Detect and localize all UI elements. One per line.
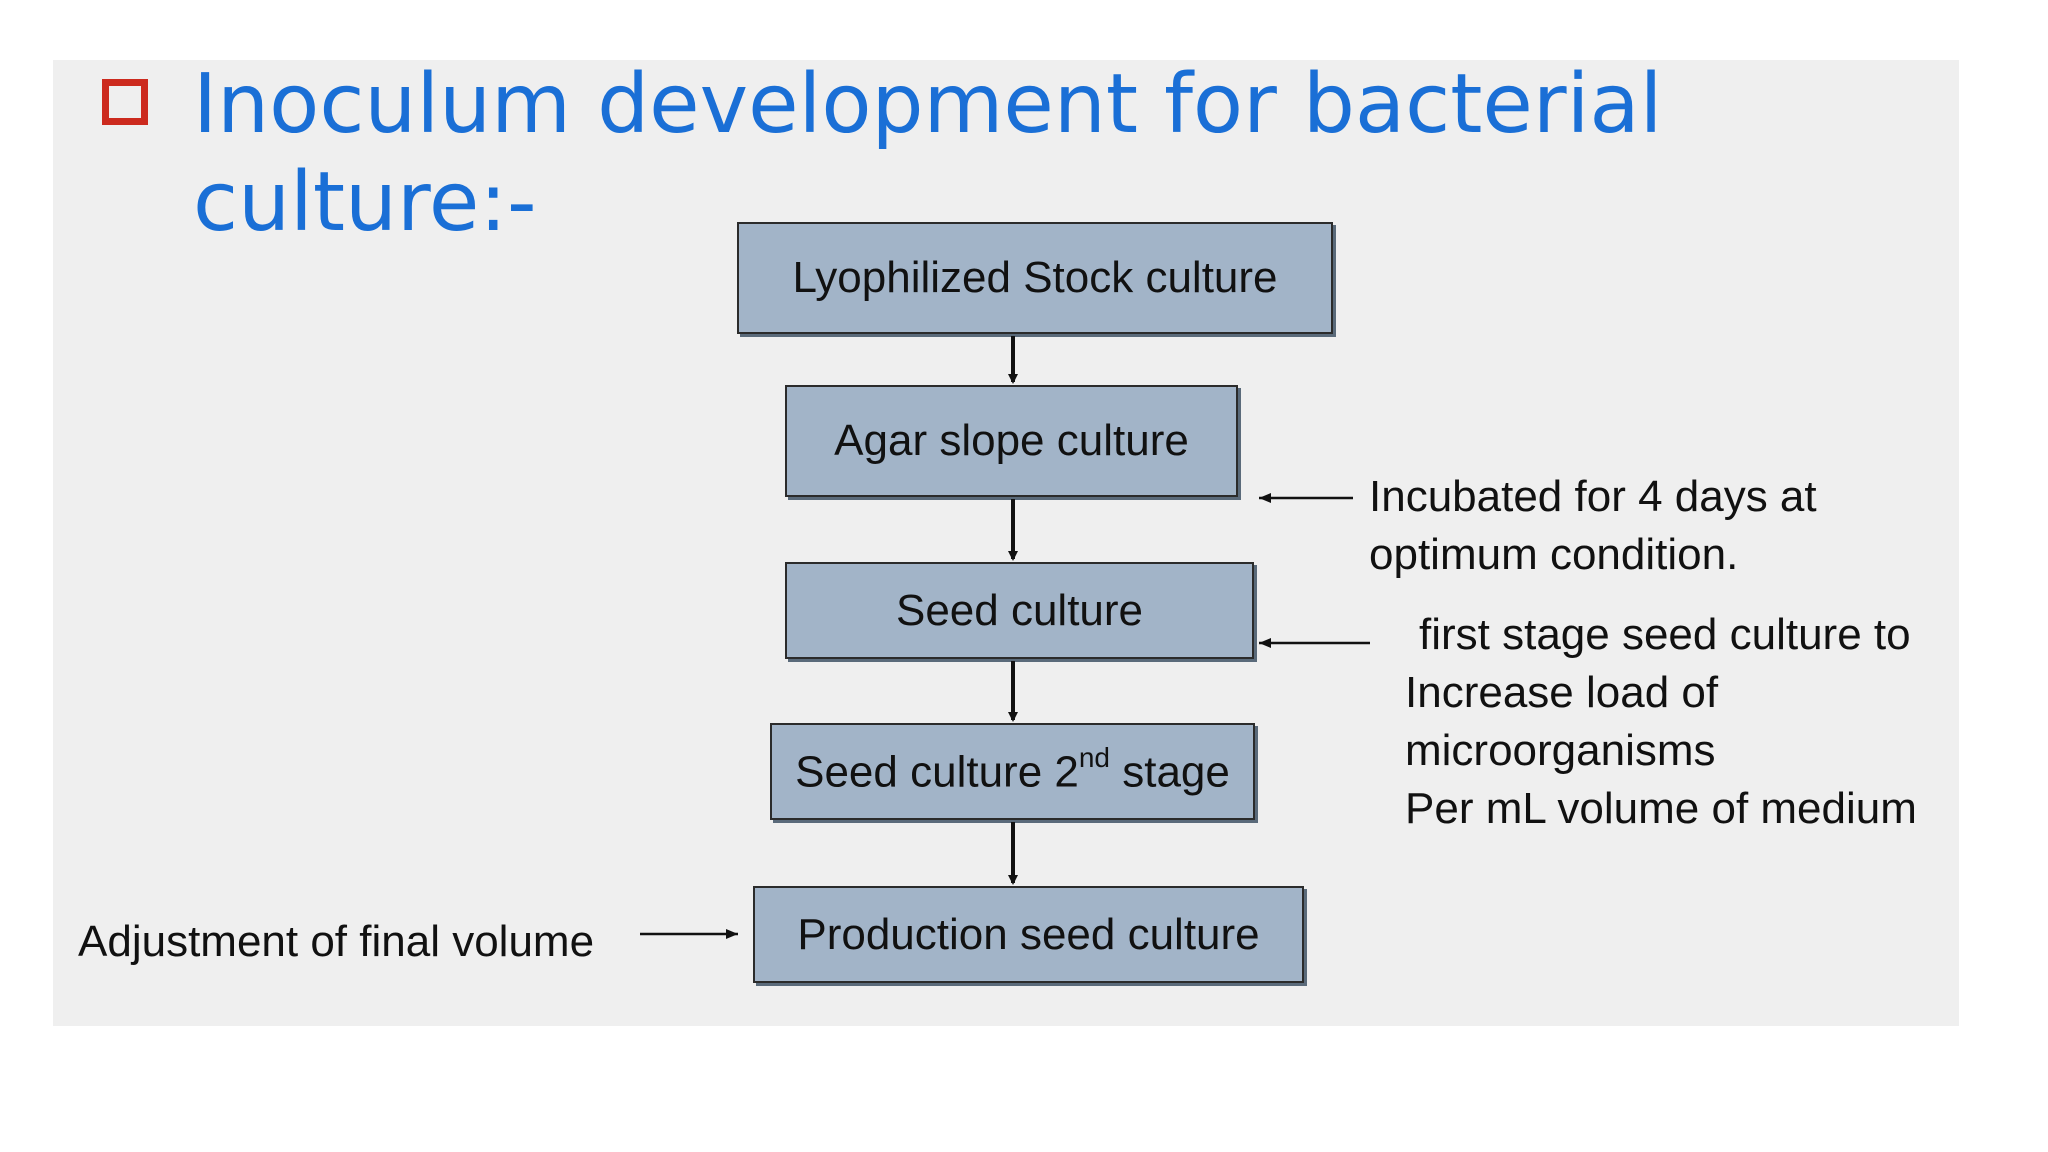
note-first-stage-line-2: Increase load of — [1405, 668, 1719, 717]
note-first-stage: first stage seed culture to Increase loa… — [1405, 606, 1917, 838]
step-label: Seed culture 2nd stage — [795, 742, 1230, 798]
note-adjustment: Adjustment of final volume — [78, 913, 594, 971]
step-lyophilized-stock-culture: Lyophilized Stock culture — [737, 222, 1333, 334]
note-first-stage-line-4: Per mL volume of medium — [1405, 784, 1917, 833]
step-seed-culture-2nd-stage: Seed culture 2nd stage — [770, 723, 1255, 820]
step-label-superscript: nd — [1078, 741, 1111, 773]
note-first-stage-line-1: first stage seed culture to — [1419, 610, 1911, 659]
step-agar-slope-culture: Agar slope culture — [785, 385, 1238, 497]
note-incubation-line-2: optimum condition. — [1369, 530, 1739, 579]
step-seed-culture: Seed culture — [785, 562, 1254, 659]
step-label: Production seed culture — [797, 909, 1260, 959]
slide-background — [53, 60, 1959, 1026]
step-production-seed-culture: Production seed culture — [753, 886, 1304, 983]
slide-title: Inoculum development for bacterial cultu… — [193, 56, 1793, 252]
title-line-1: Inoculum development for bacterial — [193, 57, 1663, 152]
note-adjustment-text: Adjustment of final volume — [78, 917, 595, 966]
note-incubation-line-1: Incubated for 4 days at — [1369, 472, 1817, 521]
step-label: Lyophilized Stock culture — [792, 253, 1278, 302]
title-line-2: culture:- — [193, 155, 537, 250]
note-incubation: Incubated for 4 days at optimum conditio… — [1369, 468, 1817, 584]
step-label: Seed culture — [895, 585, 1144, 635]
step-label: Agar slope culture — [834, 416, 1189, 465]
note-first-stage-line-3: microorganisms — [1405, 726, 1716, 775]
step-label-tail: stage — [1110, 747, 1230, 797]
step-label-main: Seed culture 2 — [795, 747, 1079, 797]
square-bullet-icon — [102, 79, 148, 125]
